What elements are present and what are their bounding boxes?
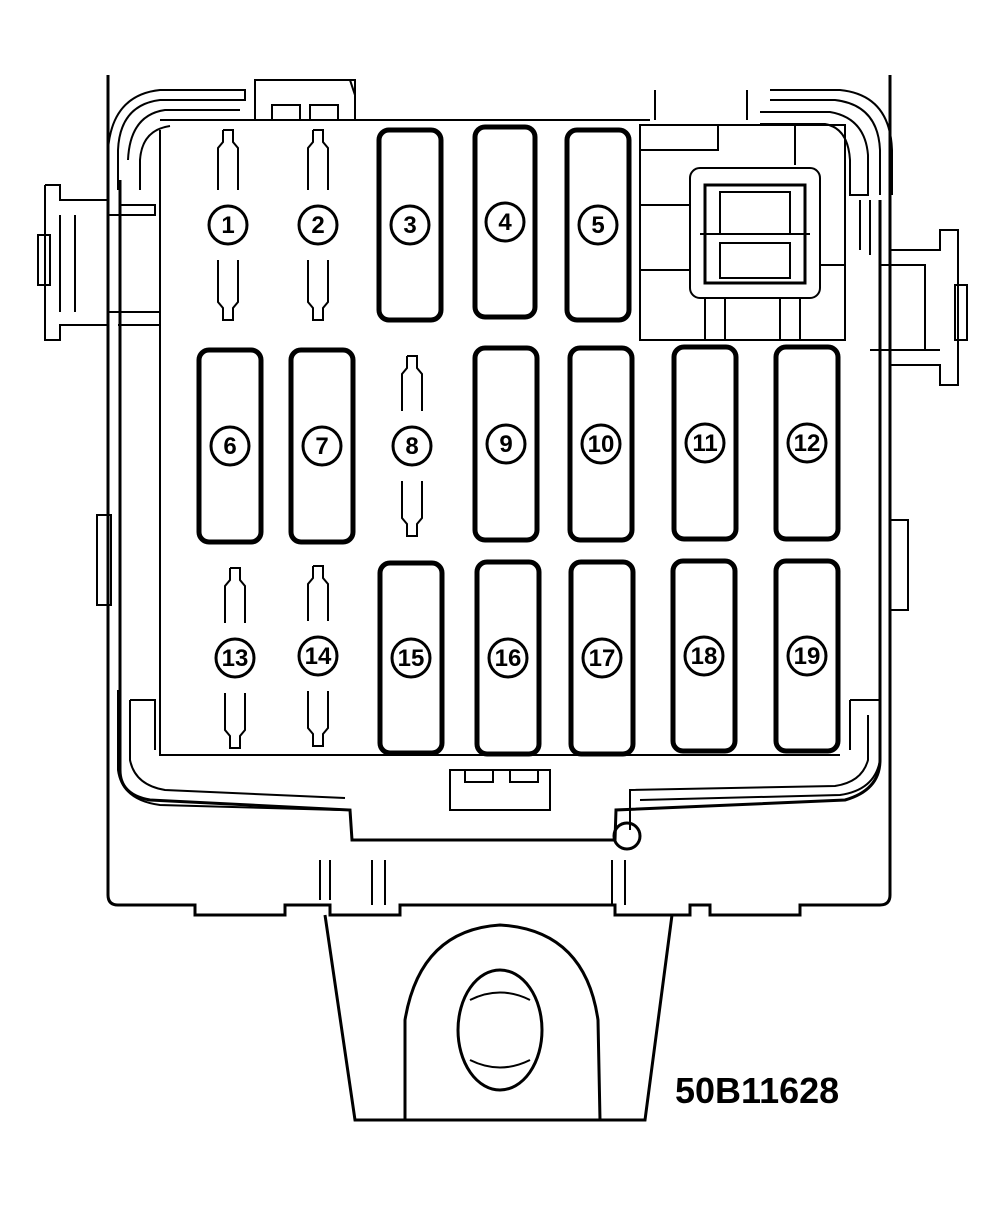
fuse-11-badge xyxy=(684,422,726,464)
fuse-18-badge xyxy=(683,635,725,677)
mounting-tab xyxy=(323,914,674,1122)
fuse-11: 11 xyxy=(671,344,739,542)
fuse-17: 17 xyxy=(568,559,636,757)
fuse-4: 4 xyxy=(472,124,538,320)
fuse-2-badge xyxy=(297,204,339,246)
fuse-19-body xyxy=(773,558,841,754)
fuse-17-body xyxy=(568,559,636,757)
fuse-16-body xyxy=(474,559,542,757)
fuse-3-badge xyxy=(389,204,431,246)
fuse-9-number: 9 xyxy=(499,431,512,458)
fuse-10-body xyxy=(567,345,635,543)
fuse-17-number: 17 xyxy=(589,645,616,672)
fuse-17-badge xyxy=(581,637,623,679)
fuse-4-badge xyxy=(484,201,526,243)
fuse-8-number: 8 xyxy=(405,433,418,460)
fuse-15-badge xyxy=(390,637,432,679)
fuse-8: 8 xyxy=(391,355,433,537)
relay-socket xyxy=(639,124,871,341)
fuse-1: 1 xyxy=(207,129,249,321)
fuse-18-body xyxy=(670,558,738,754)
fuse-19-badge xyxy=(786,635,828,677)
fuse-7-body xyxy=(288,347,356,545)
fuse-7-badge xyxy=(301,425,343,467)
fuse-16-badge xyxy=(487,637,529,679)
fuse-6-body xyxy=(196,347,264,545)
fuse-14: 14 xyxy=(297,565,339,747)
fuse-1-badge xyxy=(207,204,249,246)
fuse-8-body xyxy=(401,355,423,537)
fuse-16-number: 16 xyxy=(495,645,522,672)
fuse-13-badge xyxy=(214,637,256,679)
fuse-19-number: 19 xyxy=(794,643,821,670)
fuse-box-housing xyxy=(37,75,968,917)
fuse-2: 2 xyxy=(297,129,339,321)
fuse-5: 5 xyxy=(564,127,632,323)
fuse-2-number: 2 xyxy=(311,212,324,239)
fuse-14-number: 14 xyxy=(305,643,332,670)
fuse-10-number: 10 xyxy=(588,431,615,458)
fuse-9-body xyxy=(472,345,540,543)
fuse-3-body xyxy=(376,127,444,323)
fuse-12-badge xyxy=(786,422,828,464)
fuse-6-number: 6 xyxy=(223,433,236,460)
fuse-6-badge xyxy=(209,425,251,467)
fuse-15-number: 15 xyxy=(398,645,425,672)
fuse-14-body xyxy=(307,565,329,747)
figure-code: 50B11628 xyxy=(675,1070,839,1111)
fuse-13-number: 13 xyxy=(222,645,249,672)
fuse-11-body xyxy=(671,344,739,542)
fuse-15: 15 xyxy=(377,560,445,756)
fuse-4-body xyxy=(472,124,538,320)
fuse-6: 6 xyxy=(196,347,264,545)
fuse-12: 12 xyxy=(773,344,841,542)
fuse-3-number: 3 xyxy=(403,212,416,239)
fuse-10: 10 xyxy=(567,345,635,543)
fuse-9-badge xyxy=(485,423,527,465)
fuse-7: 7 xyxy=(288,347,356,545)
fuse-18-number: 18 xyxy=(691,643,718,670)
fuse-10-badge xyxy=(580,423,622,465)
fuse-5-body xyxy=(564,127,632,323)
fuse-8-badge xyxy=(391,425,433,467)
fuse-3: 3 xyxy=(376,127,444,323)
fuse-14-badge xyxy=(297,635,339,677)
fuse-16: 16 xyxy=(474,559,542,757)
fuse-12-number: 12 xyxy=(794,430,821,457)
fuse-1-body xyxy=(217,129,239,321)
fuse-13: 13 xyxy=(214,567,256,749)
fuse-5-number: 5 xyxy=(591,212,604,239)
fuse-15-body xyxy=(377,560,445,756)
fuse-4-number: 4 xyxy=(498,209,512,236)
fuse-7-number: 7 xyxy=(315,433,328,460)
fuse-2-body xyxy=(307,129,329,321)
fuse-18: 18 xyxy=(670,558,738,754)
fuse-19: 19 xyxy=(773,558,841,754)
fuse-12-body xyxy=(773,344,841,542)
fuse-9: 9 xyxy=(472,345,540,543)
fuse-11-number: 11 xyxy=(692,430,717,457)
fuse-5-badge xyxy=(577,204,619,246)
fuse-1-number: 1 xyxy=(221,212,234,239)
fuse-13-body xyxy=(224,567,246,749)
